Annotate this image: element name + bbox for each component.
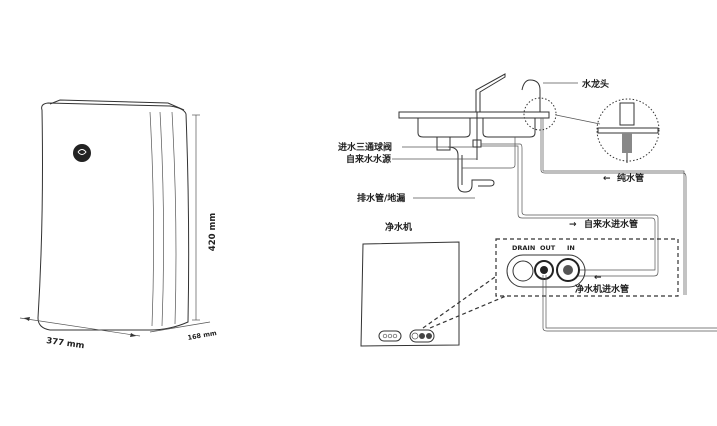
faucet-label: 水龙头 xyxy=(582,78,609,90)
logo-icon xyxy=(73,144,91,162)
tap-water-inlet-label: 自来水进水管 xyxy=(584,218,638,230)
arrow-left-icon: ← xyxy=(603,174,611,184)
height-dimension: 420 mm xyxy=(208,213,218,252)
pure-water-pipe-label: 纯水管 xyxy=(617,172,644,184)
port-detail-callout xyxy=(495,238,679,297)
depth-dimension: 168 mm xyxy=(187,329,218,342)
purifier-3d-view xyxy=(19,99,211,337)
purifier-label: 净水机 xyxy=(385,221,412,233)
arrow-left-icon: ← xyxy=(594,273,602,283)
in-port-label: IN xyxy=(567,244,575,252)
drain-port-label: DRAIN xyxy=(512,244,535,252)
arrow-right-icon: → xyxy=(569,220,577,230)
port-panel xyxy=(506,254,717,332)
purifier-front-view xyxy=(360,241,507,347)
drain-port xyxy=(512,260,534,282)
purifier-inlet-label: 净水机进水管 xyxy=(575,283,629,295)
tap-water-source-label: 自来水水源 xyxy=(346,153,391,165)
sink-assembly xyxy=(392,73,687,295)
width-dimension: 377 mm xyxy=(46,336,86,351)
three-way-valve-label: 进水三通球阀 xyxy=(338,141,392,153)
out-port-label: OUT xyxy=(540,244,556,252)
drain-label: 排水管/地漏 xyxy=(357,192,405,204)
